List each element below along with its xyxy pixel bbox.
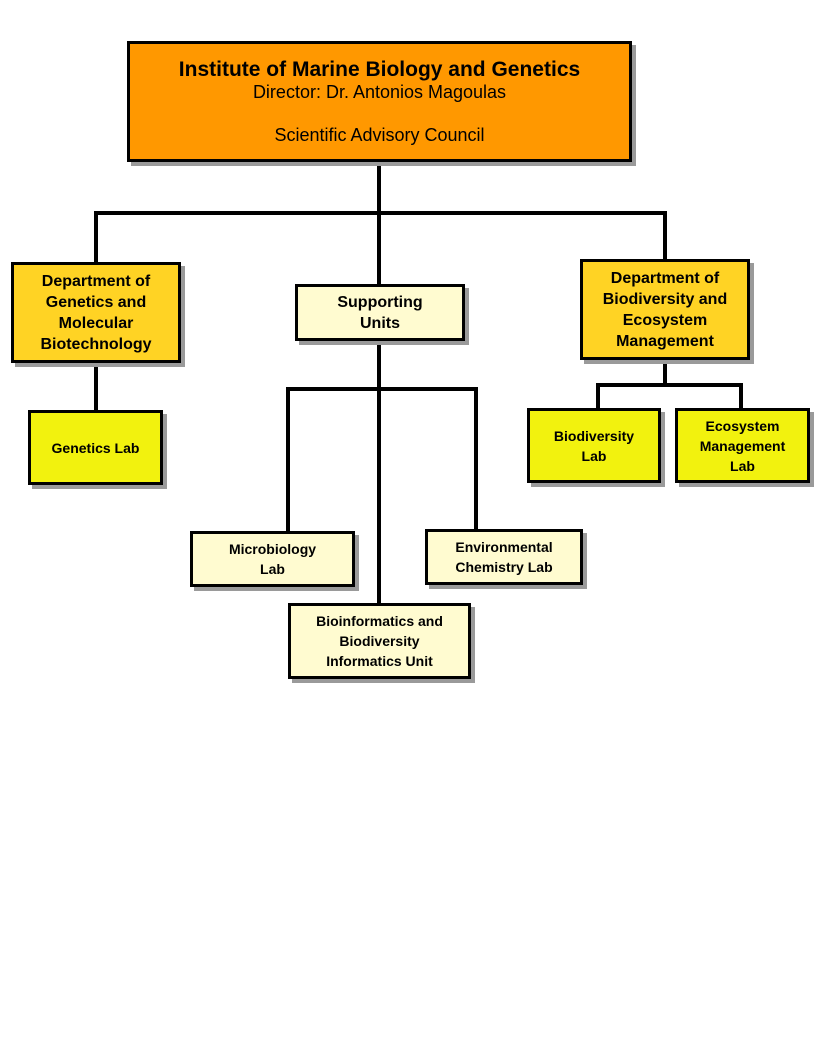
ecosystem-lab-line: Lab: [730, 457, 755, 474]
genetics-lab-label: Genetics Lab: [51, 439, 140, 456]
biodiversity-lab-line: Lab: [581, 447, 607, 464]
biodiversity-department-line: Biodiversity and: [602, 290, 728, 308]
institute-title: Institute of Marine Biology and Genetics: [178, 58, 581, 81]
genetics-lab-box: Genetics Lab: [28, 410, 163, 485]
genetics-department-line: Molecular: [58, 314, 134, 332]
microbiology-lab-box: Microbiology Lab: [190, 531, 355, 587]
biodiversity-lab-line: Biodiversity: [553, 427, 635, 444]
ecosystem-management-lab-box: Ecosystem Management Lab: [675, 408, 810, 483]
bioinformatics-unit-line: Informatics Unit: [326, 653, 433, 669]
microbiology-lab-line: Lab: [260, 561, 285, 577]
biodiversity-department-line: Management: [616, 332, 714, 350]
biodiversity-department-line: Ecosystem: [622, 311, 708, 329]
environmental-lab-line: Chemistry Lab: [455, 559, 553, 575]
environmental-lab-line: Environmental: [455, 539, 553, 555]
supporting-units-line: Units: [360, 314, 400, 332]
supporting-units-box: Supporting Units: [295, 284, 465, 341]
biodiversity-lab-box: Biodiversity Lab: [527, 408, 661, 483]
director-label: Director: Dr. Antonios Magoulas: [252, 82, 507, 102]
bioinformatics-unit-box: Bioinformatics and Biodiversity Informat…: [288, 603, 471, 679]
biodiversity-department-box: Department of Biodiversity and Ecosystem…: [580, 259, 750, 360]
microbiology-lab-line: Microbiology: [228, 541, 317, 557]
supporting-units-line: Supporting: [337, 293, 423, 311]
bioinformatics-unit-line: Biodiversity: [339, 633, 420, 649]
genetics-department-line: Genetics and: [45, 293, 147, 311]
genetics-department-box: Department of Genetics and Molecular Bio…: [11, 262, 181, 363]
ecosystem-lab-line: Ecosystem: [705, 417, 780, 434]
biodiversity-department-line: Department of: [610, 269, 720, 287]
institute-box: Institute of Marine Biology and Genetics…: [127, 41, 632, 162]
advisory-council-label: Scientific Advisory Council: [274, 125, 485, 145]
genetics-department-line: Department of: [41, 272, 151, 290]
genetics-department-line: Biotechnology: [40, 335, 152, 353]
ecosystem-lab-line: Management: [699, 437, 786, 454]
bioinformatics-unit-line: Bioinformatics and: [316, 613, 443, 629]
environmental-chemistry-lab-box: Environmental Chemistry Lab: [425, 529, 583, 585]
